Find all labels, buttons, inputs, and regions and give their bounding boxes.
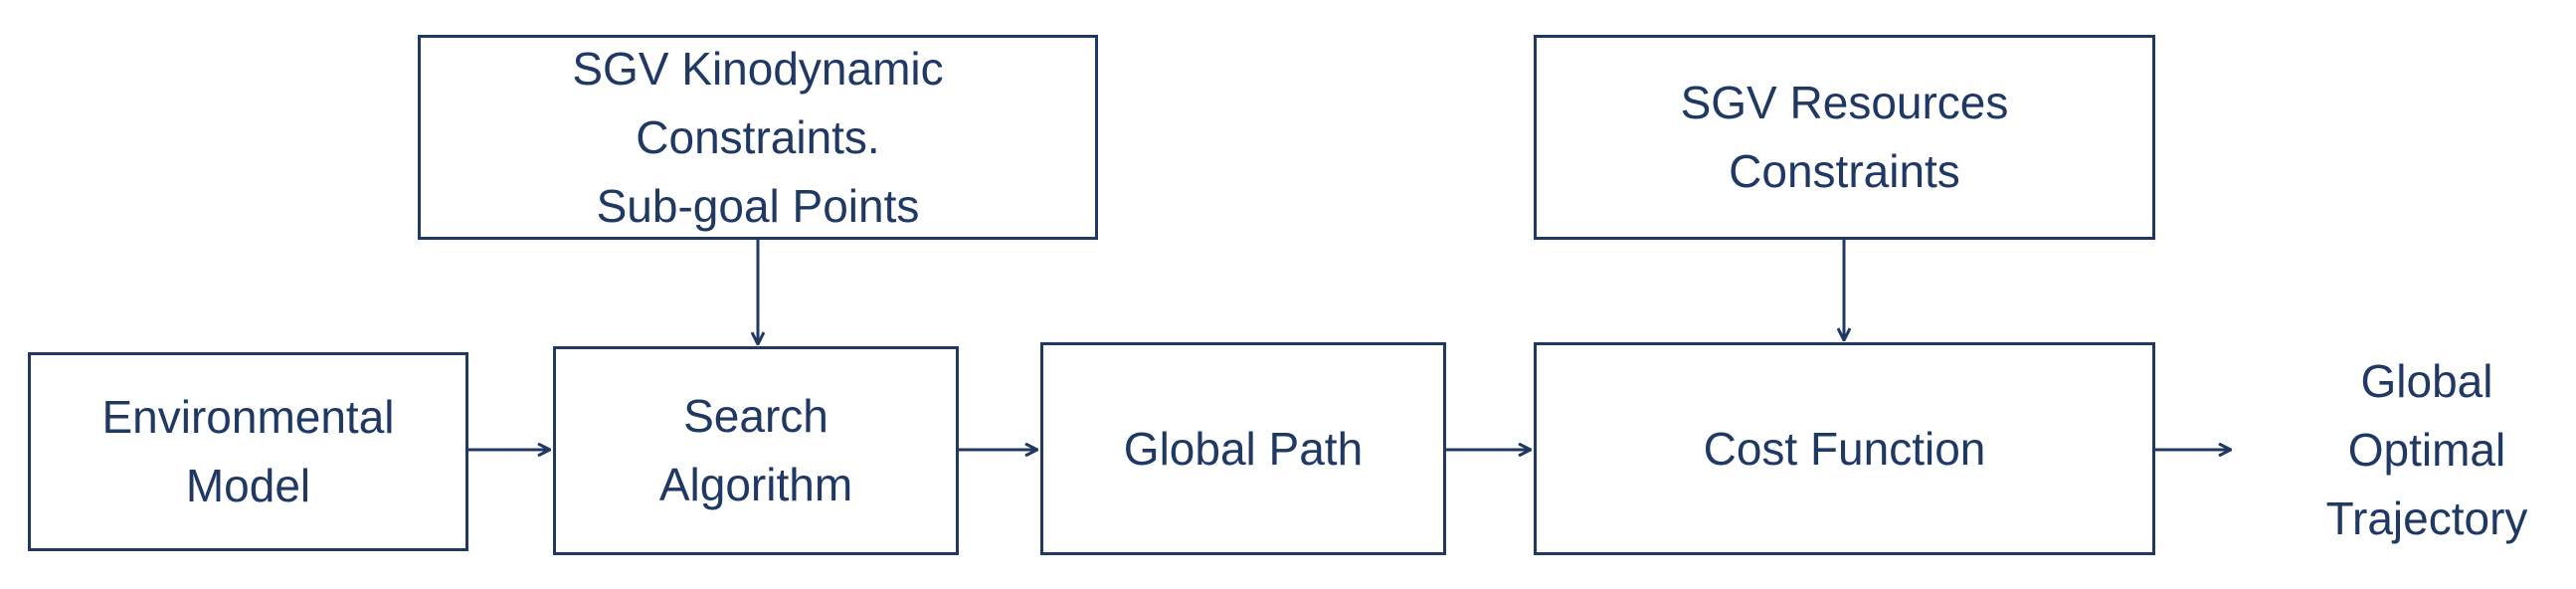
- node-resources-constraints-label: SGV Resources Constraints: [1680, 77, 2009, 197]
- node-kinodynamic-constraints: SGV Kinodynamic Constraints. Sub-goal Po…: [418, 35, 1098, 240]
- node-global-path: Global Path: [1040, 342, 1446, 555]
- node-environmental-model: Environmental Model: [28, 352, 468, 551]
- node-global-path-label: Global Path: [1123, 422, 1364, 475]
- node-environmental-model-label: Environmental Model: [101, 391, 395, 511]
- node-search-algorithm-label: Search Algorithm: [658, 390, 853, 510]
- node-kinodynamic-constraints-label: SGV Kinodynamic Constraints. Sub-goal Po…: [572, 42, 944, 232]
- node-search-algorithm: Search Algorithm: [553, 346, 959, 555]
- node-global-optimal-trajectory: Global Optimal Trajectory: [2288, 343, 2566, 557]
- node-cost-function-label: Cost Function: [1703, 422, 1986, 475]
- node-global-optimal-trajectory-label: Global Optimal Trajectory: [2325, 355, 2528, 544]
- node-resources-constraints: SGV Resources Constraints: [1534, 35, 2155, 240]
- node-cost-function: Cost Function: [1534, 342, 2155, 555]
